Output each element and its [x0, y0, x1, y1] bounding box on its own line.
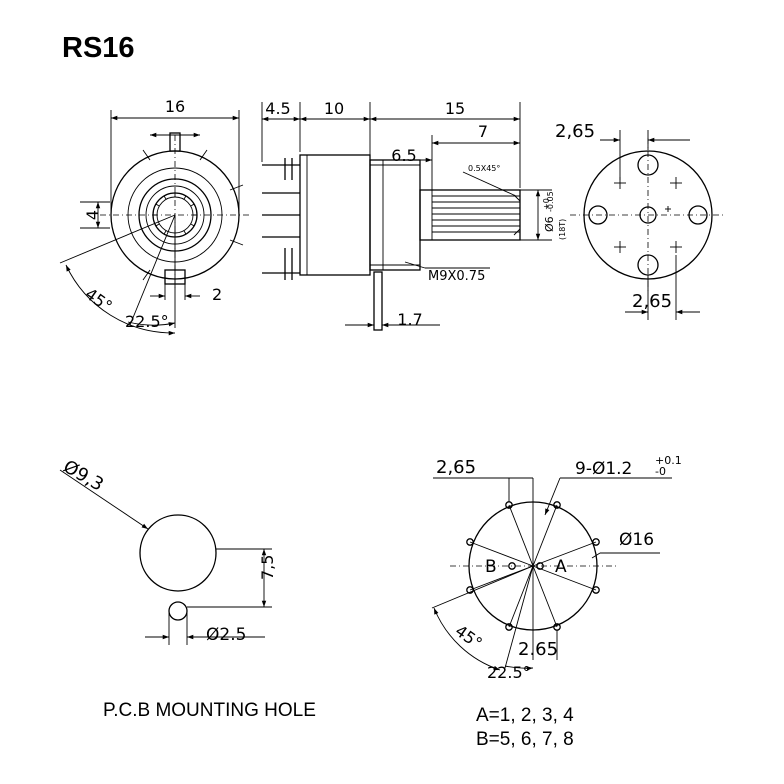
pcb-2-65-bottom: 2.65 [518, 639, 558, 660]
dim-1-7: 1.7 [397, 310, 422, 329]
dim-10: 10 [324, 99, 344, 118]
dim-hole-2-5: Ø2.5 [206, 625, 246, 645]
dim-shaft-tol-bottom: -0.05 [546, 191, 555, 212]
dim-front-2: 2 [212, 285, 222, 304]
side-view: 4.5 10 15 7 6.5 0.5X45° Ø6 +0 -0.05 (18T… [261, 99, 567, 331]
dim-shaft-tol-top: +0 [542, 198, 551, 210]
pcb-2-65-top: 2,65 [436, 457, 476, 478]
dim-thread: M9X0.75 [428, 269, 485, 284]
pcb-angle-45: 45° [452, 621, 486, 653]
pcb-label-a: A [555, 557, 567, 577]
pcb-holes-spec: 9-Ø1.2 [575, 459, 632, 479]
caption-pcb-mounting-hole: P.C.B MOUNTING HOLE [103, 700, 316, 721]
dim-6-5: 6.5 [391, 146, 416, 165]
dim-front-4: 4 [83, 210, 102, 220]
dim-7: 7 [478, 122, 488, 141]
angle-front-45: 45° [82, 284, 116, 316]
caption-b-pins: B=5, 6, 7, 8 [476, 729, 574, 750]
dim-front-width: 16 [165, 97, 185, 116]
pcb-label-b: B [485, 557, 497, 577]
dim-shaft-alt: (18T) [558, 219, 567, 240]
dim-15: 15 [445, 99, 465, 118]
dim-rear-2-65-top: 2,65 [555, 121, 595, 142]
dim-chamfer: 0.5X45° [468, 164, 500, 173]
diagram-title: RS16 [62, 32, 135, 64]
rear-view: 2,65 2,65 [555, 121, 726, 320]
pcb-dia-16: Ø16 [619, 530, 654, 550]
mounting-hole-view: Ø9,3 7,5 Ø2.5 [60, 456, 277, 645]
pcb-layout-view: B A 2,65 9-Ø1.2 +0.1 -0 Ø16 45° 2.65 22.… [431, 454, 682, 682]
caption-a-pins: A=1, 2, 3, 4 [476, 705, 574, 726]
dim-4-5: 4.5 [265, 99, 290, 118]
pcb-holes-tol-top: +0.1 [655, 454, 682, 467]
dim-hole-9-3: Ø9,3 [60, 456, 108, 496]
dim-shaft-dia: Ø6 [543, 216, 556, 232]
dim-hole-7-5: 7,5 [258, 555, 277, 580]
pcb-holes-tol-bottom: -0 [655, 465, 666, 478]
pcb-angle-22-5: 22.5° [487, 663, 531, 682]
angle-front-22-5: 22.5° [125, 312, 169, 331]
front-view: 16 4 2 45° 22.5° [59, 97, 250, 336]
dim-rear-2-65-bottom: 2,65 [632, 291, 672, 312]
